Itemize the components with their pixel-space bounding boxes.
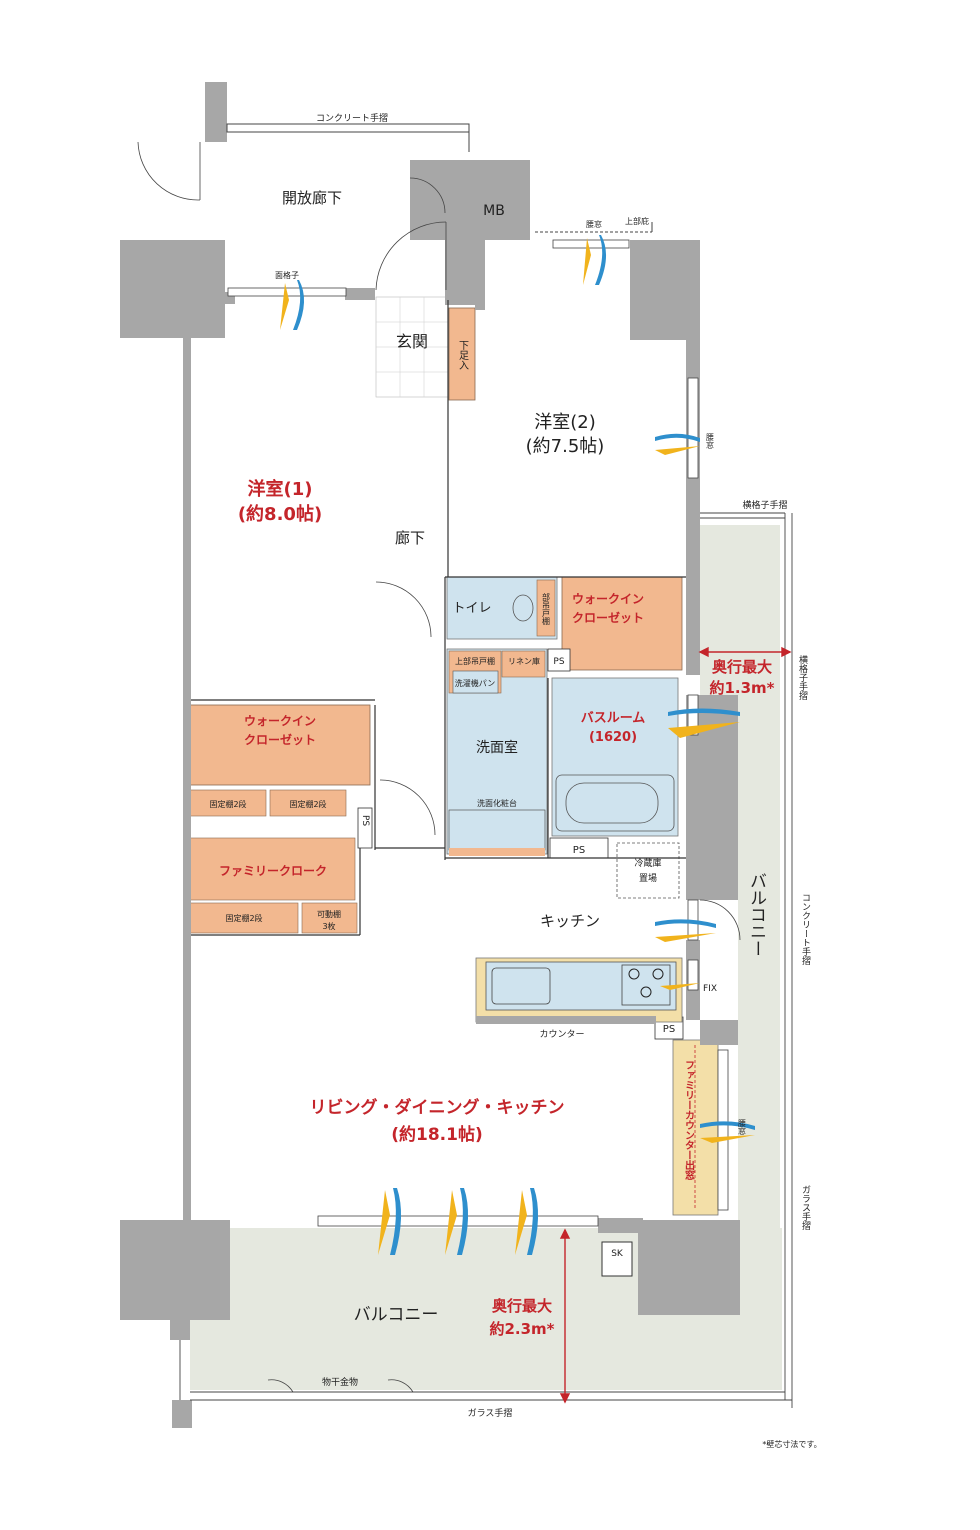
side-lattice-top-label: 横格子手摺: [742, 499, 787, 511]
balcony-bottom-label: バルコニー: [354, 1305, 439, 1325]
window-ldk-label: 腰窓: [738, 1119, 747, 1135]
kitchen-sink: [491, 967, 551, 1005]
fix-label: FIX: [703, 984, 717, 994]
sk-label: SK: [611, 1249, 624, 1259]
side-lattice-right-label: 横格子手摺: [797, 654, 808, 701]
wic-right-label-1: ウォークイン: [572, 592, 644, 606]
concrete-rail-side-label: コンクリート手摺: [800, 893, 811, 966]
movable-shelf: [301, 902, 358, 934]
ps-bath-label: PS: [573, 845, 585, 856]
linen-closet: [501, 650, 546, 678]
wic-left-label-1: ウォークイン: [244, 714, 316, 728]
upper-eave-label: 上部庇: [625, 216, 649, 226]
family-counter-label: ファミリーカウンター出窓: [683, 1060, 695, 1180]
ps-left-label: PS: [360, 815, 370, 826]
room2-name: 洋室(2): [534, 412, 596, 433]
movable-shelf-label-2: 3枚: [322, 921, 335, 931]
fixed-shelf-b-label: 固定棚2段: [289, 799, 326, 809]
fridge-label-2: 置場: [639, 872, 657, 884]
concrete-rail-top-label: コンクリート手摺: [316, 112, 388, 124]
vanity-label: 洗面化粧台: [477, 798, 517, 808]
laundry-pan: [452, 670, 499, 694]
depth-right-label-1: 奥行最大: [712, 658, 772, 676]
hallway-label: 廊下: [395, 529, 425, 547]
footnote: *壁芯寸法です。: [762, 1439, 821, 1449]
vanity-strip: [449, 848, 545, 856]
room1-size: (約8.0帖): [238, 503, 322, 525]
bathroom-label-2: (1620): [589, 730, 637, 745]
toilet-label: トイレ: [452, 601, 491, 616]
ldk-name: リビング・ダイニング・キッチン: [310, 1097, 565, 1118]
window-top-label: 腰窓: [586, 219, 602, 229]
toilet-bowl: [512, 594, 534, 622]
depth-right-label-2: 約1.3m*: [709, 679, 774, 697]
fixed-shelf-c-label: 固定棚2段: [225, 913, 262, 923]
depth-bottom-label-1: 奥行最大: [492, 1297, 552, 1315]
room1-name: 洋室(1): [248, 478, 313, 500]
bathtub-inner: [565, 782, 659, 824]
fixed-shelf-a-label: 固定棚2段: [209, 799, 246, 809]
sk-sink: [601, 1241, 633, 1277]
bathroom-label-1: バスルーム: [581, 711, 646, 726]
laundry-pan-label: 洗濯機パン: [455, 678, 495, 688]
glass-rail-side-label: ガラス手摺: [800, 1185, 811, 1231]
toilet-shelf: [536, 579, 556, 637]
fridge-label-1: 冷蔵庫: [634, 857, 661, 869]
depth-bottom-label-2: 約2.3m*: [489, 1320, 554, 1338]
wic-right-label-2: クローゼット: [572, 610, 644, 625]
washroom-label: 洗面室: [476, 739, 518, 756]
counter-label: カウンター: [539, 1029, 584, 1040]
toilet-shelf-label: 部吊戸棚: [542, 592, 551, 626]
entrance-label: 玄関: [396, 332, 428, 351]
window-room2-label: 腰窓: [706, 433, 715, 449]
airflow-icons: [280, 235, 755, 1255]
glass-rail-bottom-label: ガラス手摺: [468, 1407, 513, 1419]
mb-label: MB: [483, 203, 505, 219]
movable-shelf-label-1: 可動棚: [317, 909, 341, 919]
balcony-right-area: [700, 525, 780, 695]
ldk-size: (約18.1帖): [391, 1124, 482, 1145]
fixed-shelf-b: [269, 789, 347, 817]
fixed-shelf-c: [189, 902, 299, 934]
linen-label: リネン庫: [508, 656, 540, 666]
ps-box-left: [357, 807, 373, 849]
ps-box-top: [547, 648, 571, 672]
ps-counter-label: PS: [663, 1024, 675, 1035]
burner-icons: [628, 968, 664, 998]
balcony-side-label: バルコニー: [746, 872, 766, 957]
upper-cabinet-label: 上部吊戸棚: [455, 656, 495, 666]
family-counter-bay: [672, 1039, 719, 1216]
fridge-spot: [616, 842, 680, 899]
corridor-label: 開放廊下: [282, 189, 342, 207]
family-cloak-area: [189, 837, 356, 901]
vanity-unit: [448, 809, 546, 851]
wic-left: [189, 704, 371, 786]
bathtub: [555, 774, 675, 832]
face-lattice-label: 面格子: [275, 270, 299, 280]
room2-size: (約7.5帖): [526, 436, 605, 457]
shoe-box-label: 下足入: [457, 340, 469, 370]
wic-left-label-2: クローゼット: [244, 732, 316, 747]
wic-right: [561, 576, 683, 671]
family-cloak-label: ファミリークローク: [219, 864, 327, 878]
cooktop: [621, 964, 671, 1006]
ps-top-label: PS: [553, 657, 564, 667]
kitchen-label: キッチン: [540, 912, 600, 930]
drying-hardware-label: 物干金物: [322, 1376, 358, 1388]
shoe-box: [448, 307, 476, 401]
